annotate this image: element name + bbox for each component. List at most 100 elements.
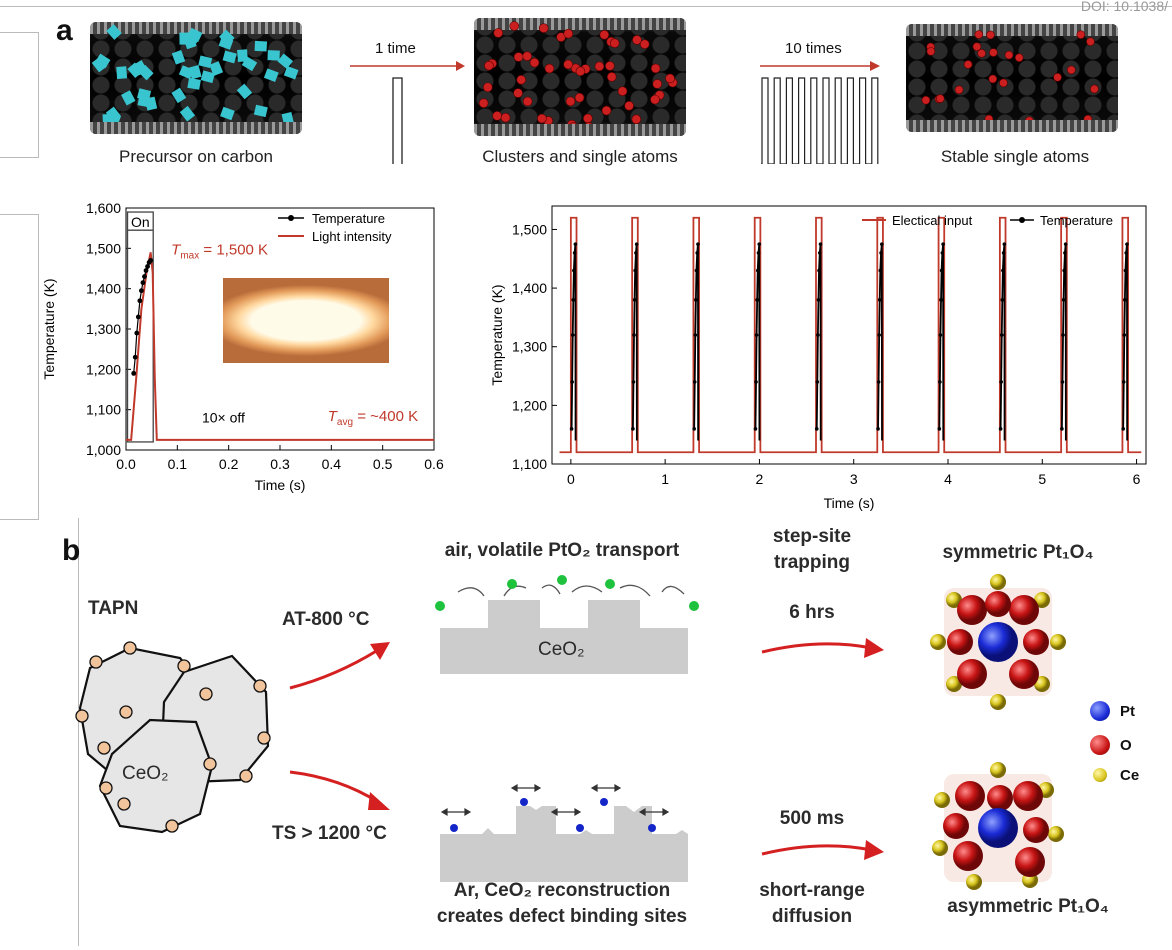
temperature-point [139,288,144,294]
precursor-molecule [187,77,201,90]
temperature-point [692,427,696,431]
metal-atom [513,88,523,98]
temperature-trace [754,244,761,441]
metal-atom [617,86,628,96]
y-tick-label: 1,500 [512,221,547,237]
temperature-point [131,370,137,376]
plot-frame [551,205,1147,465]
metal-atom [935,94,945,103]
metal-atom [544,63,555,74]
metal-atom [963,60,973,69]
temperature-trace [815,244,822,441]
temperature-point [148,258,154,263]
temperature-point [570,380,574,384]
temperature-point [694,298,698,302]
y-tick-label: 1,300 [86,321,121,337]
precursor-nanotube-image [90,22,302,134]
legend-o: O [1090,730,1170,760]
temperature-point [755,268,760,273]
precursor-molecule [253,104,268,118]
o-atom [1013,781,1043,811]
pt-atom [978,622,1018,662]
arrow-2-label: 10 times [785,40,842,57]
temperature-point [694,268,699,273]
temperature-point [572,251,577,255]
o-atom [1009,659,1039,689]
temperature-point [142,274,147,279]
metal-atom [954,85,964,95]
temperature-point [817,251,822,255]
temperature-point [143,268,149,273]
metal-atom [563,28,574,39]
y-axis-label: Temperature (K) [41,278,57,379]
metal-atom [516,75,527,85]
bottom-mechanism-line-2: diffusion [771,906,853,927]
metal-atom [493,28,504,38]
asymmetric-pt1o4-molecule [932,762,1064,890]
precursor-molecule [171,49,186,65]
electrical-input-line [559,216,1142,454]
temperature-point [880,242,884,246]
temperature-point [1060,427,1064,431]
metal-atom [605,61,615,71]
o-atom [947,629,973,655]
y-tick-label: 1,100 [512,456,547,472]
o-atom [985,591,1011,617]
clusters-nanotube-image [474,18,686,136]
ce-atom [930,634,946,650]
temperature-point [999,333,1004,337]
temperature-point [632,333,636,337]
temperature-point [1125,242,1129,246]
temperature-point [938,333,943,337]
y-tick-label: 1,200 [86,361,121,377]
curved-arrow-bottom-left [289,770,390,810]
temperature-point [569,427,574,431]
temperature-trace [938,244,945,441]
arrow-1 [350,61,465,71]
temperature-point [815,380,820,384]
temperature-point [1124,251,1128,255]
metal-atom [574,92,585,103]
precursor-molecule [132,60,148,76]
metal-atom [538,23,549,34]
curved-arrow-top-left [289,642,390,690]
ce-atom-icon [1093,768,1107,782]
metal-atom [478,98,489,108]
temperature-point [570,333,575,337]
precursor-molecule [277,53,294,69]
temperature-point [817,268,821,273]
temperature-point [876,380,881,384]
x-axis-label: Time (s) [824,495,875,511]
ce-atom [932,840,948,856]
legend-pt-label: Pt [1120,702,1135,720]
metal-atom [650,94,660,105]
temperature-point [1063,251,1067,255]
metal-atom [977,49,986,58]
metal-atom [974,30,984,39]
precursor-molecule [209,61,224,77]
metal-atom [599,30,610,40]
top-result: symmetric Pt₁O₄ [942,542,1094,563]
bracket-bottom [78,518,79,946]
metal-atom [484,60,494,71]
temperature-trace [693,244,700,441]
temperature-point [631,380,636,384]
tmax-annotation: Tmax = 1,500 K [171,241,268,261]
y-tick-label: 1,000 [86,442,121,458]
precursor-molecule [222,50,237,64]
precursor-molecule [198,55,213,68]
bottom-time: 500 ms [779,808,845,829]
precursor-molecule [236,83,253,100]
precursor-molecule [185,28,202,44]
temperature-point [135,314,141,320]
top-surface-diagram [435,575,699,674]
temperature-trace [1122,244,1129,441]
o-atom [987,785,1013,811]
ce-atom [946,592,962,608]
temperature-point [818,242,823,246]
tapn-label: TAPN [88,598,139,619]
top-border [0,0,1172,7]
temperature-point [1121,380,1126,384]
temperature-point [941,242,945,246]
